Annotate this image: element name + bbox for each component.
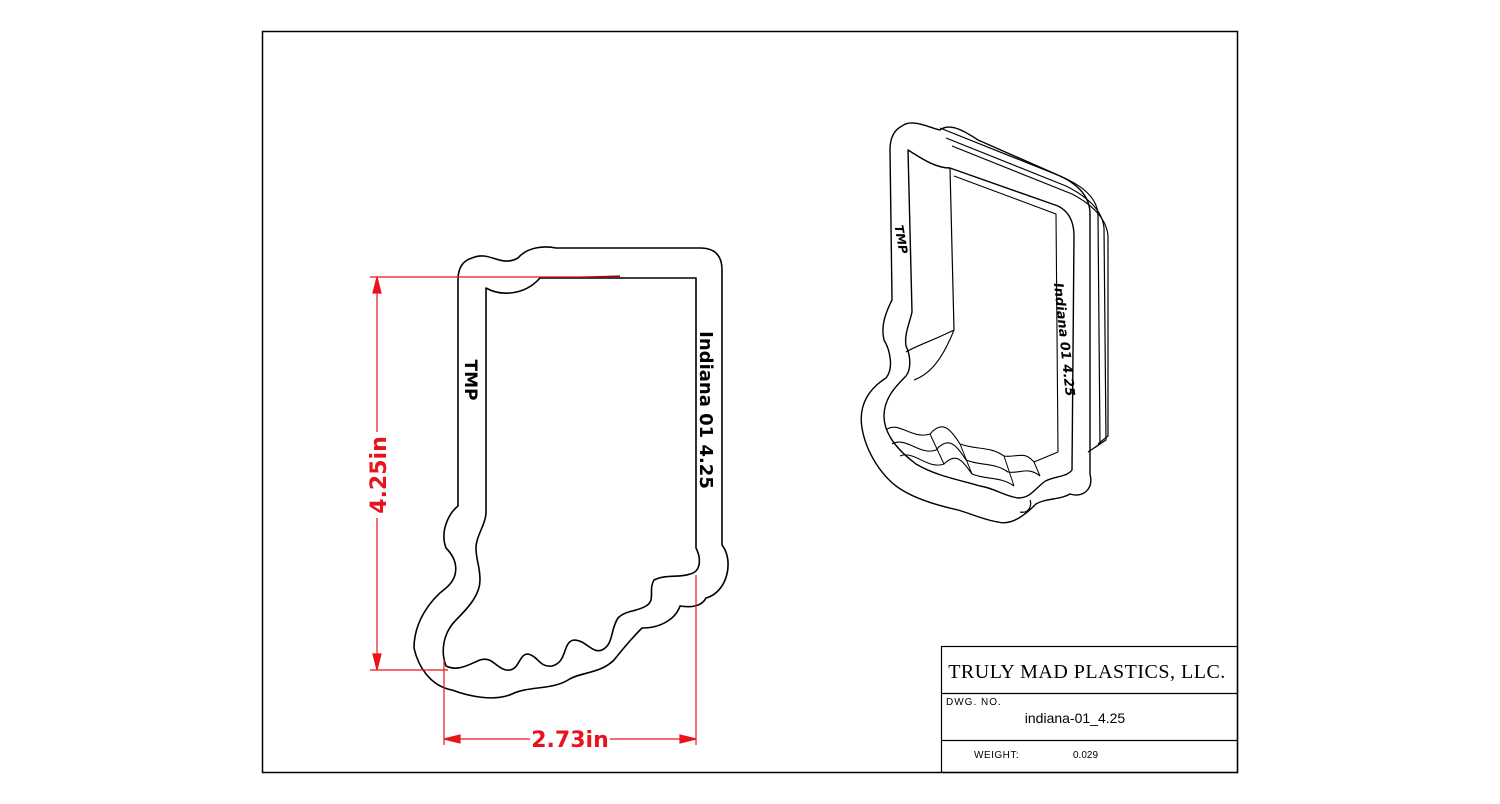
cutter-outer-outline xyxy=(413,246,729,699)
weight-label: WEIGHT: xyxy=(974,750,1019,761)
iso-label-tmp: TMP xyxy=(892,224,911,255)
height-arrow-bottom xyxy=(372,653,382,671)
iso-inner-outline xyxy=(883,149,1075,499)
cutter-front-view xyxy=(413,246,729,699)
title-block-frame xyxy=(940,645,1239,774)
title-block xyxy=(940,645,1239,774)
cutter-inner-outline xyxy=(442,277,701,671)
dwg-no-label: DWG. NO. xyxy=(946,697,1002,708)
dwg-no-value: indiana-01_4.25 xyxy=(1025,710,1126,726)
height-arrow-top xyxy=(372,276,382,294)
height-label-mask xyxy=(360,432,394,518)
width-arrow-left xyxy=(443,734,461,744)
width-dimension-label: 2.73in xyxy=(531,728,608,753)
height-dimension-label: 4.25in xyxy=(367,436,392,513)
company-name: TRULY MAD PLASTICS, LLC. xyxy=(948,661,1226,683)
dimensions xyxy=(370,276,697,745)
front-label-tmp: TMP xyxy=(460,360,480,401)
sheet-border xyxy=(261,30,1239,774)
weight-value: 0.029 xyxy=(1073,750,1098,761)
width-arrow-right xyxy=(679,734,697,744)
cutter-isometric-view xyxy=(860,122,1109,524)
front-label-indiana: Indiana 01 4.25 xyxy=(695,331,716,489)
width-label-mask xyxy=(530,727,610,751)
iso-outer-outline xyxy=(860,122,1092,524)
